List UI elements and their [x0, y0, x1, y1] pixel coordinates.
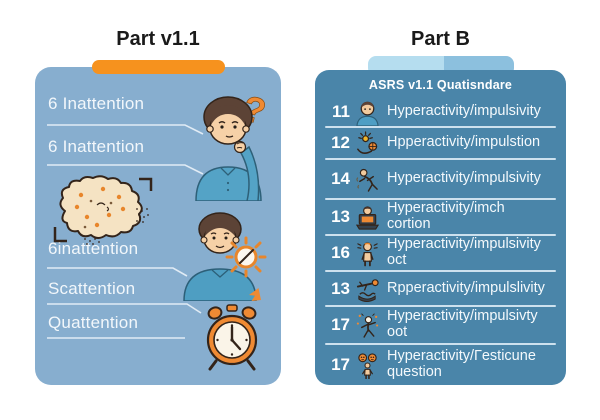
corner-bracket-icon	[139, 177, 153, 191]
list-item: 12 Hpperactivity/impulstion	[315, 128, 566, 158]
dancing-person-icon	[356, 312, 379, 338]
list-item: 14 Hyperactivity/impulsivity	[315, 160, 566, 198]
row-divider	[325, 158, 556, 160]
left-panel-title: Part v1.1	[116, 28, 200, 50]
right-panel-header: ASRS v1.1 Quatisndare	[368, 78, 513, 92]
row-label: Hpperactivity/impulstion	[387, 134, 541, 151]
row-number: 12	[331, 133, 350, 152]
corner-bracket-icon	[53, 227, 67, 243]
row-label: Hyperactivity/impulsivty	[387, 308, 538, 325]
row-number: 17	[331, 355, 350, 374]
label-inattention-1: 6 Inattention	[48, 94, 145, 113]
row-number: 13	[331, 278, 350, 298]
cursor-arrow-icon	[249, 288, 261, 301]
left-panel: 6 Inattention 6 Inattention 6inattention…	[35, 67, 281, 385]
anxious-person-icon	[357, 241, 378, 266]
right-panel: ASRS v1.1 Quatisndare 11 Hyperactivity/i…	[315, 70, 566, 385]
row-divider	[325, 234, 556, 236]
row-number: 11	[332, 102, 350, 121]
row-number: 17	[331, 315, 350, 334]
row-label-2: question	[387, 364, 442, 380]
row-divider	[325, 198, 556, 200]
list-item: 13 Rpperactivity/impulslivity	[315, 272, 566, 305]
boy-with-gear-illustration	[183, 212, 267, 301]
row-label: Hyperactivity/Гesticune	[387, 348, 536, 365]
diving-person-icon	[356, 279, 379, 302]
row-label: Rpperactivity/impulslivity	[387, 279, 545, 296]
list-item: 11 Hyperactivity/impulsivity	[315, 98, 566, 126]
brain-illustration	[53, 175, 153, 245]
thinking-man-illustration: ?	[195, 87, 270, 201]
row-divider	[325, 270, 556, 272]
person-bust-icon	[356, 101, 379, 126]
row-label: Hyperactivity/impulsivity	[387, 103, 541, 120]
row-label: Hyperactivity/impulsivity	[387, 236, 541, 253]
label-quattention: Quattention	[48, 313, 139, 332]
gear-pencil-icon	[225, 236, 267, 278]
row-number: 16	[331, 243, 350, 262]
row-label: Hyperactivity/imch	[387, 200, 505, 217]
row-divider	[325, 305, 556, 307]
label-scattention: Scattention	[48, 279, 136, 298]
row-divider	[325, 126, 556, 128]
row-label-2: cortion	[387, 216, 431, 232]
row-number: 13	[331, 207, 350, 226]
label-inattention-2: 6 Inattention	[48, 137, 145, 156]
row-label-2: oct	[387, 252, 407, 268]
row-divider	[325, 343, 556, 345]
idea-ball-icon	[357, 130, 378, 154]
callout-lines	[47, 124, 204, 339]
slipping-person-icon	[356, 168, 378, 192]
row-number: 14	[331, 169, 350, 188]
alarm-clock-illustration	[206, 304, 258, 371]
row-label: Hyperactivity/impulsivity	[387, 170, 541, 187]
laptop-person-icon	[355, 205, 380, 230]
orange-accent-bar	[92, 60, 225, 74]
row-label-2: oot	[387, 324, 408, 340]
right-panel-title: Part B	[411, 28, 470, 50]
label-inattention-3: 6inattention	[48, 239, 139, 258]
faces-person-icon	[358, 352, 377, 379]
